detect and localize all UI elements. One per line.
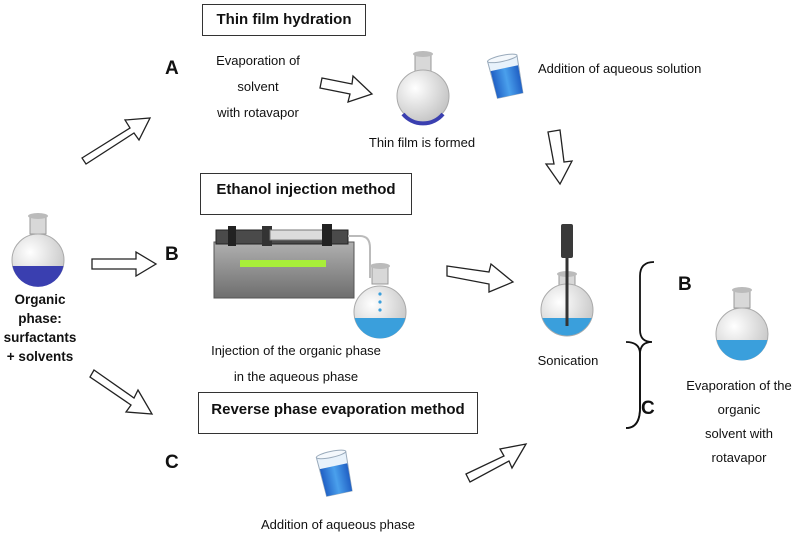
method-a-title-box: Thin film hydration (202, 4, 366, 36)
sonication-flask-icon (540, 224, 594, 337)
arrow-to-c (89, 369, 154, 415)
arrow-b-to-sonication (446, 262, 515, 293)
addition-aqueous-solution-label: Addition of aqueous solution (538, 61, 702, 76)
injection-flask-icon (353, 263, 407, 339)
organic-phase-label: Organic phase: surfactants + solvents (0, 290, 80, 366)
organic-phase-line-1: Organic (14, 292, 66, 307)
final-letter-c: C (641, 398, 655, 419)
arrow-a-to-sonication (544, 129, 574, 186)
method-c-title-box: Reverse phase evaporation method (198, 392, 478, 434)
final-step-line-4: rotavapor (711, 450, 767, 465)
arrow-to-b (91, 250, 158, 278)
method-c-step-label: Addition of aqueous phase (261, 517, 415, 532)
arrow-a-to-film (319, 74, 374, 103)
beaker-c-icon (315, 449, 353, 497)
method-a-step1-line-2: solvent (237, 79, 279, 94)
organic-phase-line-2: phase: (18, 311, 62, 326)
final-step-line-1: Evaporation of the (686, 378, 792, 393)
final-step-line-2: organic (717, 402, 761, 417)
thin-film-flask-icon (396, 51, 450, 126)
final-step-label: Evaporation of the organic solvent with … (674, 374, 804, 470)
method-b-step-label: Injection of the organic phase in the aq… (196, 340, 396, 388)
thin-film-label: Thin film is formed (368, 135, 476, 150)
method-b-step-line-1: Injection of the organic phase (211, 343, 381, 358)
final-flask-icon (715, 287, 769, 361)
organic-phase-line-3: surfactants (3, 330, 77, 345)
method-c-letter: C (165, 452, 179, 473)
method-a-step1-line-1: Evaporation of (216, 53, 300, 68)
organic-phase-line-4: + solvents (6, 349, 74, 364)
sonication-label: Sonication (537, 353, 599, 368)
syringe-pump-icon (213, 224, 371, 299)
final-brace (625, 261, 655, 429)
method-b-step-line-2: in the aqueous phase (233, 369, 359, 384)
arrow-c-to-sonication (465, 443, 528, 483)
method-a-step1-label: Evaporation of solvent with rotavapor (196, 50, 320, 124)
beaker-a-icon (486, 53, 524, 99)
method-a-letter: A (165, 58, 179, 79)
method-b-title-box: Ethanol injection method (200, 173, 412, 215)
final-letter-b: B (678, 274, 692, 295)
arrow-to-a (81, 117, 152, 165)
method-a-step1-line-3: with rotavapor (217, 105, 299, 120)
organic-phase-flask-icon (11, 213, 65, 287)
final-step-line-3: solvent with (705, 426, 773, 441)
method-b-letter: B (165, 244, 179, 265)
